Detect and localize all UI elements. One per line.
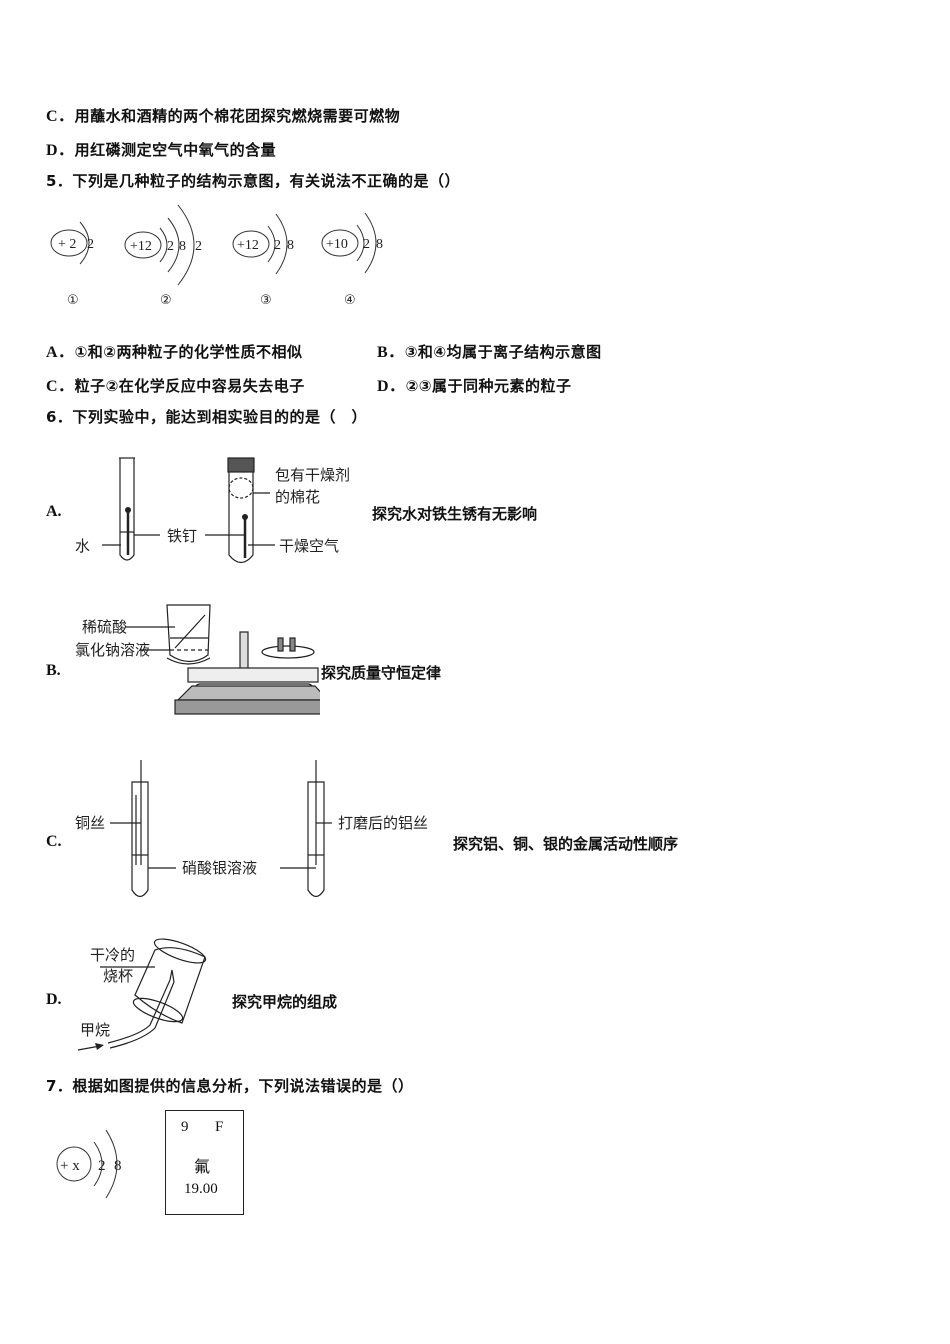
option-label: C．: [46, 108, 75, 125]
option-label: D．: [46, 142, 75, 159]
option-text: ①和②两种粒子的化学性质不相似: [74, 343, 303, 361]
q5-option-c: C．粒子②在化学反应中容易失去电子: [46, 372, 305, 396]
q6-option-b-caption: 探究质量守恒定律: [321, 664, 442, 682]
atomic-mass: 19.00: [184, 1181, 218, 1197]
question-6-stem: 6．下列实验中，能达到相实验目的的是（ ）: [46, 408, 367, 426]
question-7-stem: 7．根据如图提供的信息分析，下列说法错误的是（）: [46, 1077, 414, 1095]
particle-1-marker: ①: [67, 293, 79, 308]
q6-option-d-caption: 探究甲烷的组成: [232, 993, 338, 1011]
q6-option-b-label: B.: [46, 662, 61, 679]
particle-3-nucleus: +12: [237, 238, 259, 253]
particle-2-marker: ②: [160, 293, 172, 308]
q6-option-c-label: C.: [46, 833, 62, 850]
particle-4-nucleus: +10: [326, 237, 348, 252]
aluminum-wire-label: 打磨后的铝丝: [338, 814, 428, 832]
option-text: 用蘸水和酒精的两个棉花团探究燃烧需要可燃物: [74, 107, 401, 125]
atom-nucleus: + x: [60, 1158, 80, 1174]
element-name: 氟: [194, 1157, 211, 1176]
element-card: 9 F 氟 19.00: [165, 1110, 244, 1215]
particle-1-nucleus: + 2: [58, 237, 76, 252]
atom-shell-1: 2: [98, 1158, 106, 1174]
option-label: C．: [46, 378, 75, 395]
q6-option-c-figure: 铜丝 硝酸银溶液 打磨后的铝丝: [75, 760, 428, 898]
particle-4-marker: ④: [344, 293, 356, 308]
cold-beaker-label-line-1: 干冷的: [90, 946, 135, 964]
element-symbol: F: [215, 1119, 224, 1135]
salt-solution-label: 氯化钠溶液: [75, 641, 150, 659]
particle-2-nucleus: +12: [130, 239, 152, 254]
cotton-label-line-1: 包有干燥剂: [275, 466, 350, 484]
q6-option-d-label: D.: [46, 991, 62, 1008]
particle-2-shell-2: 8: [179, 239, 186, 254]
nail-label: 铁钉: [167, 527, 197, 545]
dry-air-label: 干燥空气: [279, 537, 339, 555]
silver-nitrate-label: 硝酸银溶液: [182, 859, 257, 877]
q4-option-d: D．用红磷测定空气中氧气的含量: [46, 136, 276, 160]
particle-3-shell-1: 2: [274, 238, 281, 253]
q7-atom-diagram: + x 2 8: [56, 1129, 122, 1199]
q6-option-d-figure: 干冷的 烧杯 甲烷: [77, 938, 207, 1051]
q4-option-c: C．用蘸水和酒精的两个棉花团探究燃烧需要可燃物: [46, 102, 400, 126]
particle-2-shell-1: 2: [167, 239, 174, 254]
option-text: ②③属于同种元素的粒子: [405, 377, 572, 395]
cotton-label-line-2: 的棉花: [275, 488, 320, 506]
water-label: 水: [75, 537, 90, 555]
q5-option-a: A．①和②两种粒子的化学性质不相似: [46, 338, 302, 362]
particle-4-shell-2: 8: [376, 237, 383, 252]
option-text: 粒子②在化学反应中容易失去电子: [74, 377, 305, 395]
question-5-stem: 5．下列是几种粒子的结构示意图，有关说法不正确的是（）: [46, 172, 460, 190]
particle-2-shell-3: 2: [195, 239, 202, 254]
option-label: A．: [46, 344, 75, 361]
copper-wire-label: 铜丝: [75, 814, 105, 832]
acid-label: 稀硫酸: [82, 618, 127, 636]
particle-3-shell-2: 8: [287, 238, 294, 253]
q6-option-a-caption: 探究水对铁生锈有无影响: [372, 505, 538, 523]
cold-beaker-label-line-2: 烧杯: [103, 967, 133, 985]
particle-1-shell-1: 2: [87, 237, 94, 252]
particle-4-shell-1: 2: [363, 237, 370, 252]
q6-option-a-label: A.: [46, 503, 62, 520]
q6-option-a-figure: 水 铁钉 包有干燥剂 的棉花 干燥空气: [75, 457, 350, 564]
atom-shell-2: 8: [114, 1158, 122, 1174]
methane-label: 甲烷: [80, 1021, 110, 1039]
q5-option-d: D．②③属于同种元素的粒子: [377, 372, 571, 396]
q5-particle-diagrams: + 2 2 +12 2 8 2 +12 2 8 +10 2 8 ① ② ③ ④: [50, 204, 383, 308]
option-text: 用红磷测定空气中氧气的含量: [74, 141, 277, 159]
q6-option-c-caption: 探究铝、铜、银的金属活动性顺序: [453, 835, 679, 853]
q6-option-b-figure: 稀硫酸 氯化钠溶液: [75, 604, 320, 715]
particle-3-marker: ③: [260, 293, 272, 308]
option-text: ③和④均属于离子结构示意图: [404, 343, 602, 361]
option-label: B．: [377, 344, 405, 361]
atomic-number: 9: [181, 1119, 189, 1135]
option-label: D．: [377, 378, 406, 395]
q5-option-b: B．③和④均属于离子结构示意图: [377, 338, 602, 362]
